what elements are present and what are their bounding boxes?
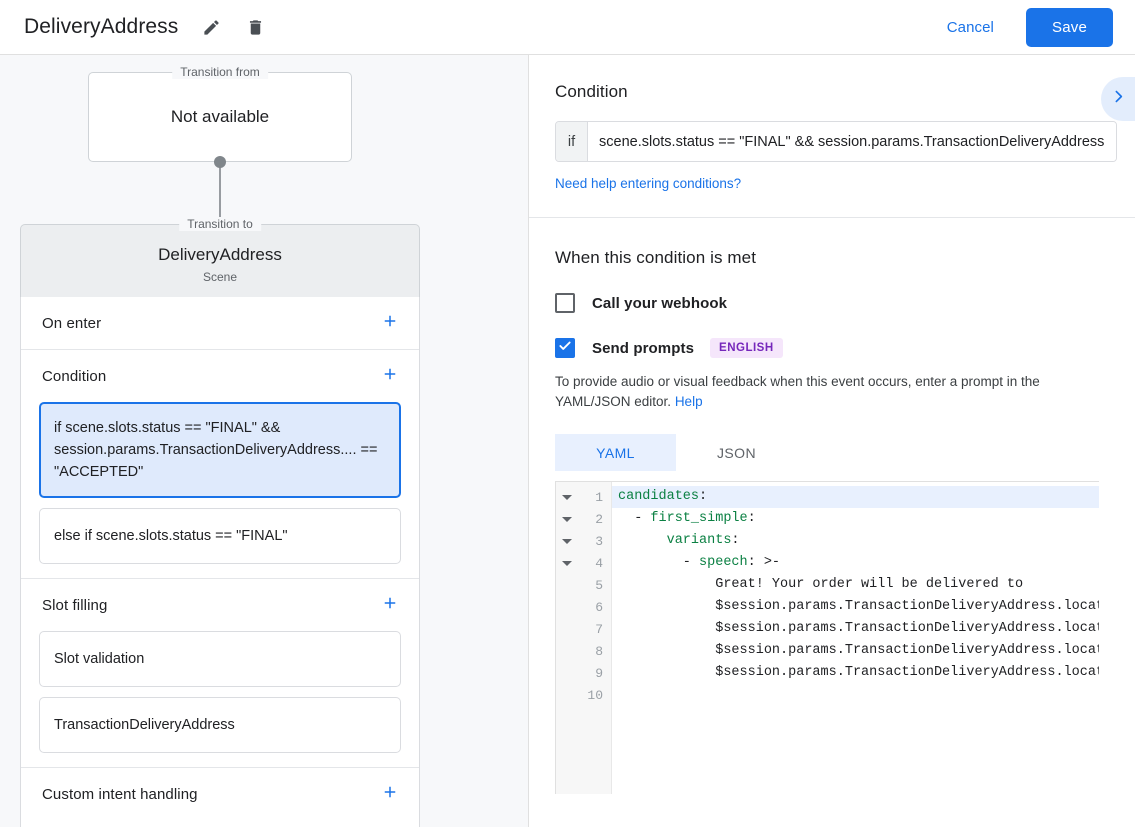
- editor-line-number: 8: [595, 643, 603, 659]
- transition-to-subtitle: Scene: [202, 269, 238, 284]
- left-panel: Transition from Not available Transition…: [0, 55, 529, 827]
- add-on-enter-button[interactable]: [375, 308, 405, 338]
- add-slot-filling-button[interactable]: [375, 590, 405, 620]
- tab-yaml[interactable]: YAML: [555, 434, 676, 471]
- add-condition-button[interactable]: [375, 361, 405, 391]
- list-item[interactable]: else if scene.slots.status == "FINAL": [39, 508, 401, 564]
- send-prompts-row: Send prompts ENGLISH: [555, 338, 1116, 358]
- transition-to-legend: Transition to: [179, 217, 261, 231]
- scene-section-list: On enter Condition: [20, 297, 420, 827]
- editor-line-number: 2: [556, 508, 611, 530]
- editor-code-line: $session.params.TransactionDeliveryAddre…: [715, 643, 1099, 658]
- condition-heading: Condition: [555, 82, 628, 101]
- language-badge: ENGLISH: [710, 338, 783, 358]
- transition-to-title: DeliveryAddress: [158, 244, 282, 264]
- editor-line-number: 9: [595, 665, 603, 681]
- condition-input[interactable]: [588, 122, 1116, 161]
- transition-graph: Transition from Not available Transition…: [0, 55, 528, 297]
- transition-to-card: Transition to DeliveryAddress Scene: [20, 217, 420, 297]
- slot-filling-items: Slot validation TransactionDeliveryAddre…: [21, 631, 419, 767]
- editor-line-number: 4: [556, 552, 611, 574]
- send-prompts-label: Send prompts: [592, 339, 695, 357]
- editor-code-line: $session.params.TransactionDeliveryAddre…: [715, 599, 1099, 614]
- fold-triangle-icon[interactable]: [562, 516, 572, 522]
- section-header-on-enter[interactable]: On enter: [21, 297, 419, 349]
- plus-icon: [381, 312, 399, 335]
- chevron-right-icon: [1110, 88, 1127, 110]
- editor-line-number: 10: [587, 687, 603, 703]
- plus-icon: [381, 783, 399, 806]
- editor-code-line: - first_simple:: [618, 511, 756, 526]
- cancel-button[interactable]: Cancel: [933, 10, 1008, 45]
- prompts-helper-text: To provide audio or visual feedback when…: [555, 372, 1116, 412]
- editor-code-line: [612, 684, 1099, 706]
- condition-input-row: if: [555, 121, 1117, 162]
- add-custom-intent-button[interactable]: [375, 779, 405, 809]
- section-header-custom-intent-handling[interactable]: Custom intent handling: [21, 768, 419, 820]
- condition-block: Condition if Need help entering conditio…: [529, 55, 1135, 218]
- section-on-enter: On enter: [21, 297, 419, 350]
- condition-if-prefix: if: [556, 122, 588, 161]
- call-webhook-label: Call your webhook: [592, 294, 728, 312]
- when-met-heading: When this condition is met: [555, 248, 757, 267]
- editor-code-line: $session.params.TransactionDeliveryAddre…: [715, 621, 1099, 636]
- editor-line-number: 7: [595, 621, 603, 637]
- body-split: Transition from Not available Transition…: [0, 55, 1135, 827]
- section-slot-filling: Slot filling Slot validation Transaction…: [21, 579, 419, 768]
- editor-code-line: $session.params.TransactionDeliveryAddre…: [715, 665, 1099, 680]
- editor-code-line: variants:: [666, 533, 740, 548]
- section-label: Custom intent handling: [42, 785, 198, 803]
- plus-icon: [381, 365, 399, 388]
- editor-line-number: 3: [556, 530, 611, 552]
- list-item[interactable]: Slot validation: [39, 631, 401, 687]
- editor-code-line: - speech: >-: [618, 555, 781, 570]
- editor-line-number: 1: [556, 486, 611, 508]
- trash-icon: [246, 18, 265, 37]
- fold-triangle-icon[interactable]: [562, 560, 572, 566]
- condition-items: if scene.slots.status == "FINAL" && sess…: [21, 402, 419, 578]
- fold-triangle-icon[interactable]: [562, 538, 572, 544]
- editor-code-area[interactable]: candidates: - first_simple: variants: - …: [612, 482, 1099, 794]
- list-item[interactable]: if scene.slots.status == "FINAL" && sess…: [39, 402, 401, 498]
- expand-panel-button[interactable]: [1101, 77, 1135, 121]
- editor-code-line: Great! Your order will be delivered to: [618, 577, 1024, 592]
- section-header-condition[interactable]: Condition: [21, 350, 419, 402]
- delete-button[interactable]: [238, 10, 272, 44]
- send-prompts-checkbox[interactable]: [555, 338, 575, 358]
- page-title: DeliveryAddress: [24, 15, 179, 38]
- when-condition-met-block: When this condition is met Call your web…: [529, 218, 1135, 794]
- section-header-slot-filling[interactable]: Slot filling: [21, 579, 419, 631]
- section-custom-intent-handling: Custom intent handling: [21, 768, 419, 820]
- pencil-icon: [202, 18, 221, 37]
- right-panel: Condition if Need help entering conditio…: [529, 55, 1135, 827]
- edit-name-button[interactable]: [194, 10, 228, 44]
- transition-from-title: Not available: [170, 107, 270, 126]
- section-label: On enter: [42, 314, 102, 332]
- editor-line-number: 5: [595, 577, 603, 593]
- section-label: Slot filling: [42, 596, 108, 614]
- editor-line-number: 6: [595, 599, 603, 615]
- editor-code-line: candidates:: [612, 486, 1099, 508]
- transition-from-card: Transition from Not available: [88, 65, 352, 162]
- tab-json[interactable]: JSON: [717, 444, 756, 461]
- condition-help-link[interactable]: Need help entering conditions?: [555, 176, 742, 191]
- plus-icon: [381, 594, 399, 617]
- transition-from-legend: Transition from: [172, 65, 268, 79]
- call-webhook-checkbox[interactable]: [555, 293, 575, 313]
- list-item[interactable]: TransactionDeliveryAddress: [39, 697, 401, 753]
- save-button[interactable]: Save: [1026, 7, 1113, 47]
- editor-format-tabs: YAML JSON: [555, 434, 1116, 471]
- section-condition: Condition if scene.slots.status == "FINA…: [21, 350, 419, 579]
- prompts-help-link[interactable]: Help: [674, 394, 703, 409]
- prompts-helper-sentence: To provide audio or visual feedback when…: [555, 374, 1040, 409]
- webhook-row: Call your webhook: [555, 293, 1116, 313]
- top-app-bar: DeliveryAddress Cancel Save: [0, 0, 1135, 55]
- check-icon: [558, 339, 572, 358]
- fold-triangle-icon[interactable]: [562, 494, 572, 500]
- section-label: Condition: [42, 367, 107, 385]
